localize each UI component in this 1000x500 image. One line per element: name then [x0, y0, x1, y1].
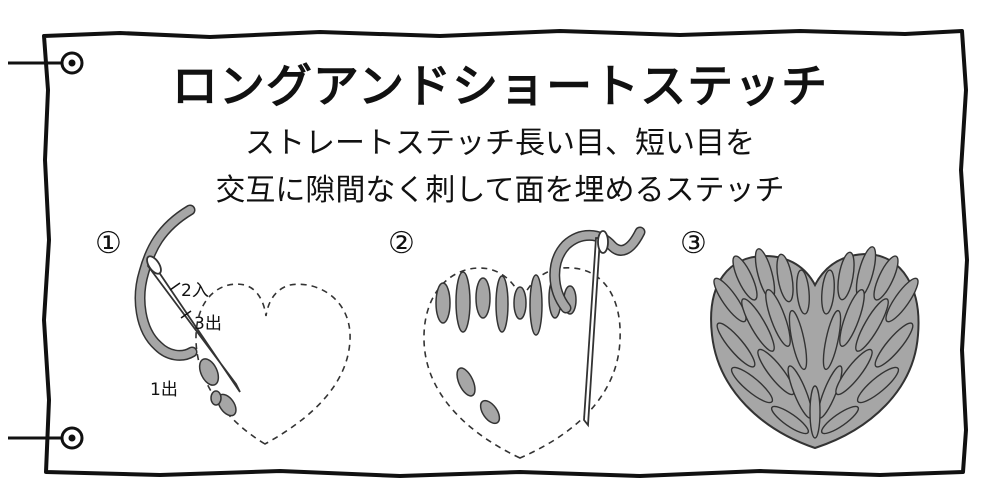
- stitch: [885, 277, 919, 323]
- card-frame: [42, 29, 969, 478]
- label-exit-1: 1出: [150, 380, 178, 400]
- binder-ring-icon: [8, 51, 84, 75]
- stitch: [765, 289, 791, 347]
- stitch: [716, 322, 756, 368]
- stitch: [788, 309, 808, 371]
- step-1-illustration: [134, 204, 351, 445]
- step-3-illustration: [710, 246, 920, 450]
- step-number-2: ②: [388, 226, 415, 261]
- stitch: [820, 405, 860, 435]
- stitch: [529, 274, 543, 336]
- stitch: [513, 286, 527, 320]
- step-number-3: ③: [680, 226, 707, 261]
- stitch: [874, 322, 914, 368]
- stitch: [837, 251, 855, 301]
- stitch: [757, 348, 795, 396]
- stitch: [730, 366, 774, 404]
- needle-icon: [583, 230, 609, 428]
- stitch: [796, 269, 810, 315]
- stitch: [770, 405, 810, 435]
- stitch: [741, 298, 775, 352]
- description-line-1: ストレートステッチ長い目、短い目を: [245, 126, 755, 161]
- stitch: [822, 309, 842, 371]
- stitch: [732, 255, 758, 301]
- stitch: [210, 390, 222, 406]
- stitch: [479, 399, 501, 425]
- stitch: [776, 253, 794, 303]
- description-line-2: 交互に隙間なく刺して面を埋めるステッチ: [215, 173, 785, 208]
- binder-ring-icon: [8, 426, 84, 450]
- stitch: [456, 367, 476, 397]
- heart-outline-icon: [195, 283, 351, 445]
- label-exit-3: 3出: [194, 314, 222, 334]
- stitch: [839, 289, 865, 347]
- page-title: ロングアンドショートステッチ: [171, 59, 829, 113]
- thread-icon: [134, 204, 198, 361]
- stitch: [855, 298, 889, 352]
- marker-tick: [180, 310, 192, 319]
- needle-icon: [146, 255, 241, 393]
- stitch: [455, 271, 471, 333]
- stitch: [821, 269, 835, 315]
- stitch: [435, 282, 451, 324]
- stitch: [873, 255, 899, 301]
- stitch: [856, 366, 900, 404]
- label-entry-2: 2入: [181, 281, 209, 301]
- stitch: [713, 277, 747, 323]
- step-2-illustration: [423, 226, 646, 459]
- thread-icon: [549, 226, 646, 314]
- step-number-1: ①: [95, 226, 122, 261]
- stitch: [198, 358, 220, 386]
- stitch: [475, 277, 491, 319]
- stitch: [809, 385, 821, 439]
- marker-tick: [169, 282, 181, 291]
- stitch: [835, 348, 873, 396]
- stitch: [495, 275, 509, 333]
- heart-outline-icon: [423, 267, 621, 459]
